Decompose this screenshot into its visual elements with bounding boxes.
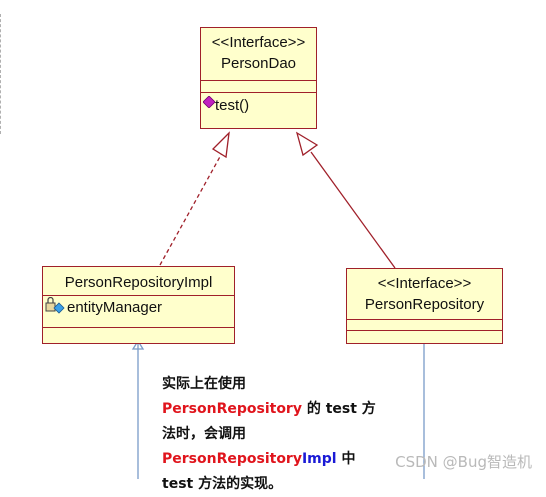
attribute-row[interactable]: entityManager (43, 296, 234, 317)
note-line-2: PersonRepository 的 test 方 (162, 397, 402, 422)
empty-attribute-section (347, 319, 502, 330)
impl-header: PersonRepositoryImpl (43, 267, 234, 295)
person-repository-impl-box[interactable]: PersonRepositoryImpl entityManager (42, 266, 235, 344)
note-line-3: 法时，会调用 (162, 426, 246, 442)
class-name: PersonRepository (364, 296, 485, 313)
stereotype-label: <<Interface>> (211, 34, 306, 51)
note-line-5: test 方法的实现。 (162, 476, 283, 492)
left-edge-dashed-line (0, 14, 3, 134)
note-line-1: 实际上在使用 (162, 376, 246, 392)
csdn-watermark: CSDN @Bug智造机 (395, 453, 532, 471)
person-repository-interface-box[interactable]: <<Interface>> PersonRepository (346, 268, 503, 344)
operation-section: test() (201, 92, 316, 128)
method-diamond-icon (203, 96, 215, 108)
person-dao-header: <<Interface>> PersonDao (201, 28, 316, 80)
person-dao-interface-box[interactable]: <<Interface>> PersonDao test() (200, 27, 317, 129)
attribute-section: entityManager (43, 295, 234, 327)
empty-operation-section (347, 330, 502, 342)
note-text: 的 test 方 (301, 401, 376, 417)
connector-layer (131, 131, 425, 479)
realization-connector (159, 152, 223, 266)
protected-field-lock-icon (45, 297, 65, 314)
note-impl-suffix-blue: Impl (301, 451, 337, 467)
generalization-arrowhead (295, 131, 319, 157)
empty-operation-section (43, 327, 234, 342)
operation-row[interactable]: test() (201, 93, 316, 115)
generalization-connector (310, 151, 396, 269)
class-name: PersonRepositoryImpl (64, 274, 213, 291)
class-name: PersonDao (220, 55, 297, 72)
note-class-name-red: PersonRepository (162, 401, 302, 417)
realization-arrowhead (211, 131, 230, 159)
stereotype-label: <<Interface>> (377, 275, 472, 292)
person-repository-header: <<Interface>> PersonRepository (347, 269, 502, 319)
annotation-note: 实际上在使用 PersonRepository 的 test 方 法时，会调用 … (162, 372, 402, 497)
lifeline-impl-arrowhead (131, 339, 145, 350)
note-line-4: PersonRepositoryImpl 中 (162, 447, 402, 472)
operation-label: test() (215, 97, 250, 114)
attribute-label: entityManager (67, 299, 163, 316)
empty-attribute-section (201, 80, 316, 92)
note-class-name-red: PersonRepository (162, 451, 302, 467)
note-text: 中 (336, 451, 356, 467)
